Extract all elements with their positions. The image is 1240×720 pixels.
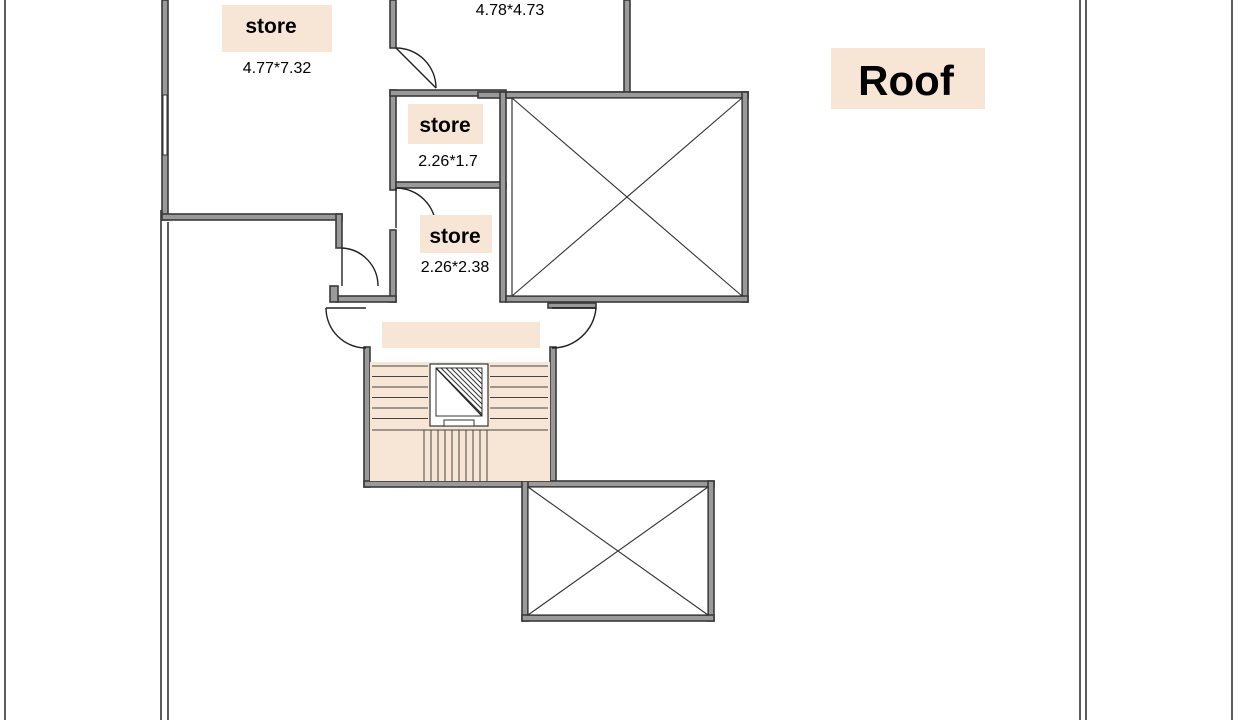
room-store-small1-name: store [419,114,470,137]
stair-hatch-line [455,367,483,395]
roof-label: Roof [858,57,955,104]
stair-treads [372,365,548,481]
room-top-size: 4.78*4.73 [476,2,545,19]
room-store-small2-size: 2.26*2.38 [421,259,490,276]
stair-hatch-line [470,367,483,380]
stair-hatch-line [475,367,483,375]
room-store-small2-name: store [429,225,480,248]
stair-hatch-line [445,367,483,405]
staircase [370,362,550,481]
stair-hatch-line [440,367,483,410]
outer-boundary [4,0,1233,720]
room-store-large-size: 4.77*7.32 [243,60,312,77]
stair-hatch-line [465,367,483,385]
shaft-lower [527,486,709,616]
stair-hatch-line [460,367,483,390]
room-labels: store 4.77*7.32 4.78*4.73 store 2.26*1.7… [243,2,955,276]
doors [325,47,597,349]
room-store-small1-size: 2.26*1.7 [418,153,478,170]
stair-diagonal-line [435,367,483,417]
stair-hatch-line [450,367,483,400]
room-store-large-name: store [245,15,296,38]
label-tags [222,5,985,348]
shaft-upper [511,97,743,297]
walls [161,0,749,622]
stair-arrow-hatch [435,367,483,417]
